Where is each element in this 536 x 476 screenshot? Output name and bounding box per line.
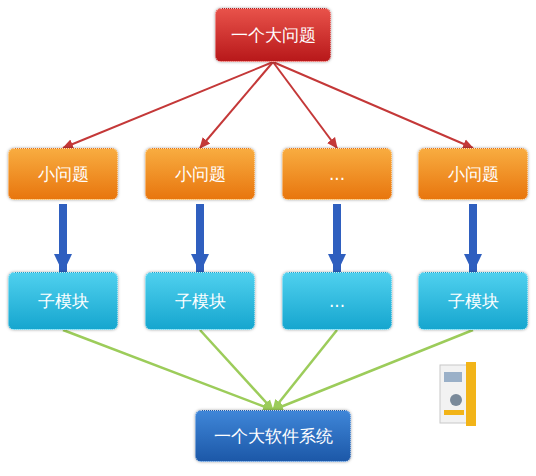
flow-arrow [196,204,204,272]
box-label: 一个大问题 [227,24,320,47]
box-label: ... [325,291,349,311]
flow-arrow [63,62,273,148]
subproblem-box: 小问题 [145,148,255,200]
subproblem-box: ... [282,148,392,200]
flow-arrow [63,330,273,410]
box-label: 小问题 [171,163,230,186]
box-label: 子模块 [444,290,503,313]
flow-arrow [273,330,473,410]
flow-arrow [273,62,473,148]
system-box: 一个大软件系统 [195,410,351,462]
flow-arrow [200,62,273,148]
subproblem-box: 小问题 [8,148,118,200]
box-label: 子模块 [34,290,93,313]
flow-arrow [59,204,67,272]
box-label: 子模块 [171,290,230,313]
box-label: 小问题 [34,163,93,186]
book-illustration [440,362,476,426]
module-box: ... [282,272,392,330]
flow-arrow [469,204,477,272]
flow-arrow [333,204,341,272]
problem-box: 一个大问题 [215,8,331,62]
module-box: 子模块 [145,272,255,330]
module-box: 子模块 [418,272,528,330]
subproblem-box: 小问题 [418,148,528,200]
box-label: ... [325,164,349,184]
flow-arrow [200,330,273,410]
box-label: 小问题 [444,163,503,186]
box-label: 一个大软件系统 [210,425,337,448]
module-box: 子模块 [8,272,118,330]
